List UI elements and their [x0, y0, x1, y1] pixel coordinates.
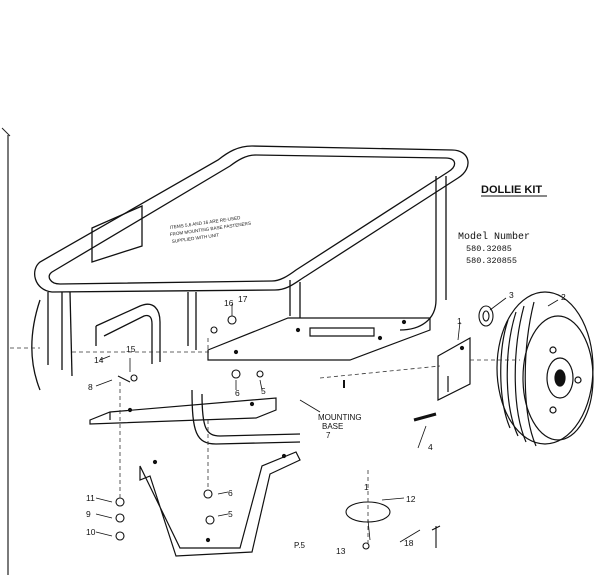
diagram-title: DOLLIE KIT [481, 184, 542, 196]
callout-6-lower: 6 [228, 488, 233, 498]
mounting-base [89, 397, 277, 425]
callout-1-axle: 1 [457, 316, 462, 326]
model-number-heading: Model Number [458, 231, 530, 243]
callout-9: 9 [86, 509, 91, 519]
mounting-base-label-3: 7 [326, 431, 331, 440]
hub-cap [478, 305, 494, 327]
callout-3: 3 [509, 290, 514, 300]
callout-18: 18 [404, 538, 414, 548]
hardware-parts [115, 315, 441, 550]
callout-17: 17 [238, 294, 248, 304]
note-line-3: SUPPLIED WITH UNIT [171, 232, 219, 244]
callout-4: 4 [428, 442, 433, 452]
callout-5-lower: 5 [228, 509, 233, 519]
model-number-1: 580.32085 [466, 244, 512, 254]
assembly-centerlines [10, 338, 520, 546]
callout-15: 15 [126, 344, 136, 354]
label-leaders [95, 297, 559, 543]
callout-6-upper: 6 [235, 388, 240, 398]
callout-2: 2 [561, 292, 566, 302]
model-number-2: 580.320855 [466, 256, 517, 266]
callout-1-lower: 1 [364, 482, 369, 492]
callout-12: 12 [406, 494, 416, 504]
tray-frame [31, 145, 469, 445]
axle-bracket [437, 336, 471, 401]
page-mark: P.5 [294, 541, 306, 550]
callout-11: 11 [86, 493, 95, 503]
callout-14: 14 [94, 355, 104, 365]
callout-10: 10 [86, 527, 96, 537]
wheel [496, 291, 594, 447]
mounting-base-label-2: BASE [322, 422, 343, 431]
mounting-base-label-1: MOUNTING [318, 413, 362, 422]
callout-5-upper: 5 [261, 386, 266, 396]
support-bracket [139, 451, 301, 557]
callout-13: 13 [336, 546, 346, 556]
callout-8: 8 [88, 382, 93, 392]
page-edge-tick [1, 127, 11, 137]
callout-16: 16 [224, 298, 234, 308]
mounting-plate-upper [207, 317, 431, 361]
